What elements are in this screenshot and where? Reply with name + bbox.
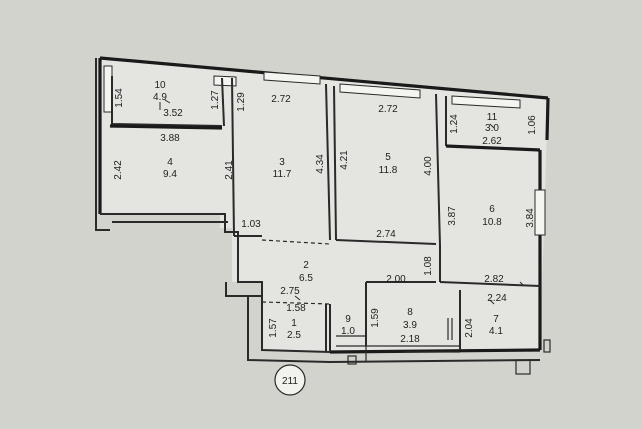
dimension-label: 2.18 <box>400 334 420 345</box>
room-area: 2.5 <box>287 330 301 341</box>
room-area: 4.9 <box>153 92 167 103</box>
room-number: 11 <box>487 112 498 123</box>
dimension-label: 2.72 <box>378 104 398 115</box>
room-number: 7 <box>493 314 499 325</box>
dimension-label: 2.00 <box>386 274 406 285</box>
interior-walls <box>109 76 541 362</box>
room-7: 7 4.1 <box>489 314 503 337</box>
dimension-label: 1.08 <box>423 256 434 276</box>
room-number: 3 <box>279 157 285 168</box>
room-number: 9 <box>345 314 351 325</box>
room-10: 10 4.9 <box>153 80 167 103</box>
room-3: 3 11.7 <box>273 157 292 180</box>
dimension-label: 3.87 <box>447 206 458 226</box>
room-number: 4 <box>167 157 173 168</box>
dimension-label: 1.03 <box>241 219 261 230</box>
dimension-label: 1.57 <box>268 318 279 338</box>
room-number: 8 <box>407 307 413 318</box>
room-2: 2 6.5 <box>299 260 313 284</box>
room-area: 4.1 <box>489 326 503 337</box>
dimension-label: 2.41 <box>224 160 235 180</box>
dimension-label: 2.04 <box>464 318 475 338</box>
room-number: 10 <box>154 80 166 91</box>
room-area: 6.5 <box>299 273 313 284</box>
dimension-label: 2.42 <box>113 160 124 180</box>
room-6: 6 10.8 <box>482 204 502 228</box>
windows <box>103 65 546 236</box>
fixtures <box>347 339 551 375</box>
room-9: 9 1.0 <box>341 314 355 337</box>
dimension-labels: 1.54 1.27 3.52 3.88 2.42 2.41 1.29 2.72 … <box>113 88 538 345</box>
room-number: 2 <box>303 260 309 271</box>
dimension-label: 4.34 <box>315 154 326 174</box>
room-8: 8 3.9 <box>403 307 417 331</box>
room-area: 11.8 <box>379 165 398 176</box>
dimension-label: 4.00 <box>423 156 434 176</box>
dimension-label: 3.88 <box>160 133 180 144</box>
plan-number-badge: 211 <box>274 364 306 396</box>
dimension-label: 1.27 <box>210 90 221 110</box>
dimension-label: 2.24 <box>487 293 507 304</box>
plan-number: 211 <box>282 376 298 387</box>
room-area: 10.8 <box>482 217 502 228</box>
dimension-label: 2.72 <box>271 94 291 105</box>
dimension-label: 1.58 <box>286 303 306 314</box>
room-number: 5 <box>385 152 391 163</box>
dimension-label: 3.84 <box>525 208 536 228</box>
dimension-label: 2.82 <box>484 274 504 285</box>
dimension-label: 1.54 <box>114 88 125 108</box>
room-5: 5 11.8 <box>379 152 398 176</box>
room-area: 3.9 <box>403 320 417 331</box>
dimension-label: 2.74 <box>376 229 396 240</box>
room-number: 6 <box>489 204 495 215</box>
dimension-label: 3.52 <box>163 108 183 119</box>
dimension-label: 1.06 <box>527 115 538 135</box>
dimension-label: 2.62 <box>482 136 502 147</box>
room-number: 1 <box>291 318 297 329</box>
room-area: 9.4 <box>163 169 177 180</box>
room-area: 11.7 <box>273 169 292 180</box>
outer-walls <box>95 56 550 364</box>
dimension-ticks <box>159 99 525 305</box>
room-labels: 10 4.9 4 9.4 3 11.7 5 11.8 11 3.0 6 10.8… <box>153 80 503 341</box>
room-4: 4 9.4 <box>163 157 177 180</box>
dimension-label: 1.29 <box>236 92 247 112</box>
dimension-label: 1.24 <box>449 114 460 134</box>
dimension-label: 1.59 <box>370 308 381 328</box>
room-1: 1 2.5 <box>287 318 301 341</box>
dimension-label: 4.21 <box>339 150 350 170</box>
room-area: 1.0 <box>341 326 355 337</box>
room-11: 11 3.0 <box>485 112 499 134</box>
room-area: 3.0 <box>485 123 499 134</box>
dimension-label: 2.75 <box>280 286 300 297</box>
